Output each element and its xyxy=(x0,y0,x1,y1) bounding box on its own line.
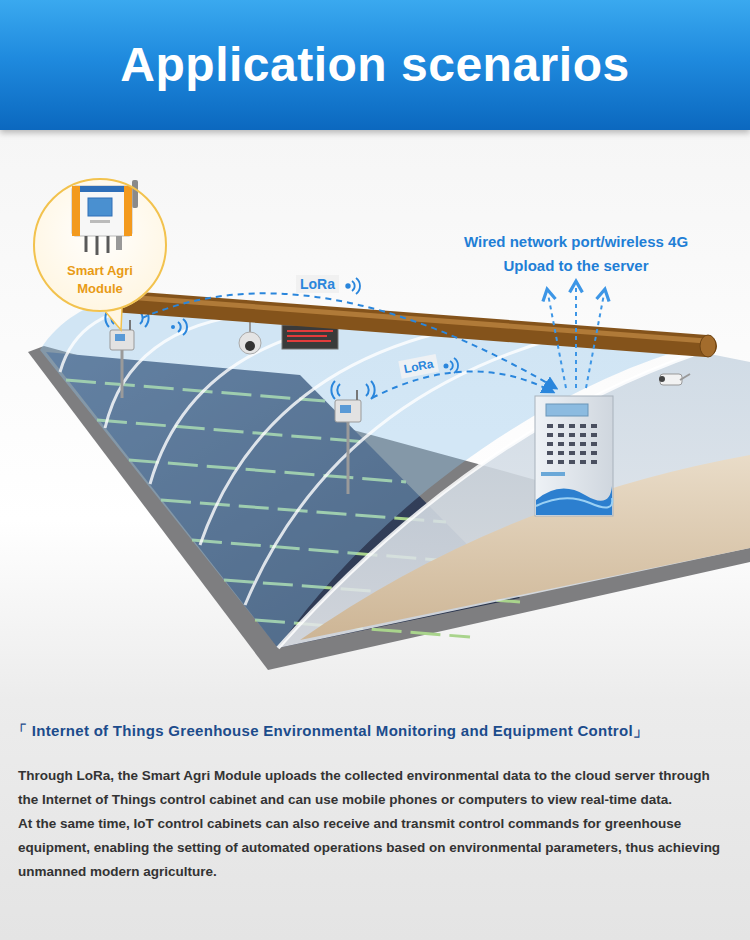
callout-bubble: Smart Agri Module xyxy=(33,178,167,312)
section-heading: 「 Internet of Things Greenhouse Environm… xyxy=(12,722,742,741)
description-text: At the same time, IoT control cabinets c… xyxy=(18,812,732,884)
link-label: LoRa xyxy=(398,354,439,379)
header-banner: Application scenarios xyxy=(0,0,750,130)
page-title: Application scenarios xyxy=(120,37,629,92)
link-label: LoRa xyxy=(296,275,339,293)
upload-note: Wired network port/wireless 4G Upload to… xyxy=(451,230,701,278)
description-block: Through LoRa, the Smart Agri Module uplo… xyxy=(18,764,732,884)
description-text: Through LoRa, the Smart Agri Module uplo… xyxy=(18,764,732,812)
module-label: Smart Agri Module xyxy=(54,262,146,298)
